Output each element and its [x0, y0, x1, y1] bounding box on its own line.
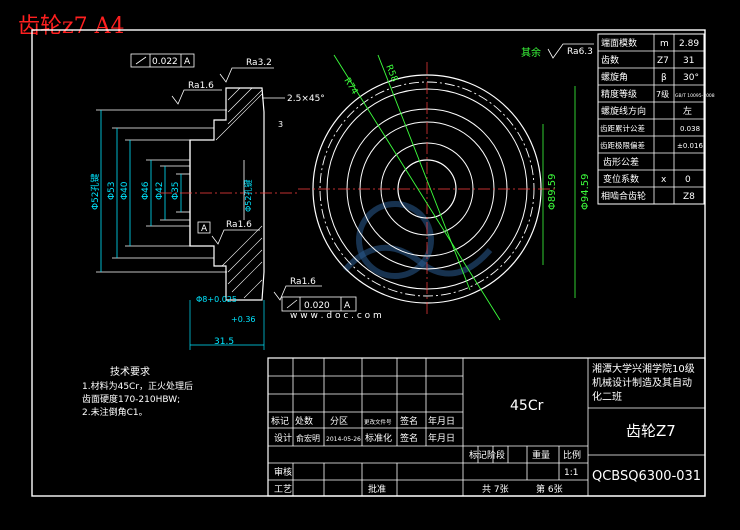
param-name-1: 齿数: [601, 54, 619, 66]
dim-v-4: Φ46: [141, 181, 151, 200]
tb-label-zone: 分区: [330, 416, 348, 427]
param-name-8: 变位系数: [603, 173, 639, 185]
rest-label: 其余: [521, 46, 541, 59]
param-name-0: 端面模数: [601, 37, 637, 49]
tb-design-date: 2014-05-26: [326, 436, 361, 443]
front-dia-large: Φ94.59: [580, 174, 591, 211]
tb-label-date: 年月日: [428, 415, 455, 427]
param-val-2: 30°: [683, 73, 699, 83]
tolerance-frame-bottom: 0.020 A: [281, 296, 357, 312]
tb-drawing-no: QCBSQ6300-031: [592, 469, 701, 484]
dim-v-3: Φ40: [120, 181, 130, 200]
svg-text:0.022: 0.022: [152, 57, 178, 67]
param-name-2: 螺旋角: [601, 71, 628, 83]
sheet-title: 齿轮z7 A4: [18, 14, 124, 39]
tb-school-3: 化二班: [592, 390, 622, 403]
param-val-1: 31: [683, 56, 694, 66]
keyway-label: Φ52孔键: [243, 180, 253, 212]
svg-text:A: A: [344, 301, 351, 311]
tech-req-title: 技术要求: [110, 365, 150, 378]
svg-text:w w w . d o c . c o m: w w w . d o c . c o m: [290, 311, 382, 321]
tb-review-label: 审核: [274, 466, 292, 478]
dim-v-5: Φ42: [155, 181, 165, 200]
param-name-7: 齿形公差: [603, 156, 639, 168]
svg-text:0.020: 0.020: [304, 301, 330, 311]
param-val-8: 0: [685, 175, 691, 185]
roughness-bottom: Ra1.6: [290, 277, 316, 287]
tb-label-mark: 标记: [271, 415, 289, 427]
roughness-left: Ra1.6: [188, 81, 214, 91]
tb-label-sign: 签名: [400, 415, 418, 427]
front-label-r1: R74: [341, 76, 359, 97]
technical-requirements: 技术要求 1.材料为45Cr，正火处理后 齿面硬度170-210HBW; 2.未…: [82, 365, 193, 418]
tb-scale: 1:1: [564, 468, 578, 478]
tb-sign-label: 签名: [400, 432, 418, 444]
tolerance-frame-top: 0.022 A: [130, 53, 195, 68]
title-block: 标记 处数 分区 更改文件号 签名 年月日 设计 俞宏明 2014-05-26 …: [267, 357, 706, 497]
front-dia-mid: Φ89.59: [547, 174, 558, 211]
tb-approve-label: 批准: [368, 483, 386, 495]
param-val-9: Z8: [683, 192, 695, 202]
front-leader-2: [377, 54, 471, 291]
tb-label-count: 处数: [295, 415, 313, 427]
datum-label: A: [201, 224, 208, 234]
param-name-6: 齿距极限偏差: [600, 140, 645, 150]
svg-text:A: A: [184, 57, 191, 67]
tb-school-1: 湘潭大学兴湘学院10级: [592, 362, 695, 375]
parameter-table: 端面模数 m 2.89 齿数 Z7 31 螺旋角 β 30° 精度等级 7级 G…: [597, 33, 715, 205]
dim-bottom-2: +0.36: [231, 315, 256, 324]
param-sym-0: m: [660, 39, 669, 49]
param-val-3: GB/T 10095-2008: [675, 93, 715, 99]
tb-designer-name: 俞宏明: [296, 433, 320, 443]
param-val-5: 0.038: [680, 125, 700, 133]
tech-req-line-3: 2.未注倒角C1。: [82, 406, 148, 418]
tb-sheets: 共 7张: [482, 484, 509, 495]
param-name-9: 相啮合齿轮: [601, 190, 646, 202]
tb-stage-label: 标记阶段: [469, 449, 505, 461]
watermark: w w w . d o c . c o m: [290, 201, 493, 321]
front-view: R74 R58 Φ89.59 Φ94.59 其余 Ra6.3: [298, 43, 594, 321]
section-view: Φ52孔键 Φ53 Φ40 Φ46 Φ42 Φ35 Φ52孔键: [89, 53, 357, 350]
tb-material: 45Cr: [510, 398, 544, 414]
param-val-0: 2.89: [679, 39, 699, 49]
param-name-4: 螺旋线方向: [601, 105, 646, 117]
rest-roughness: Ra6.3: [567, 47, 593, 57]
dim-bottom-1: Φ8+0.025: [196, 295, 237, 304]
gear-section-outline: [189, 87, 265, 301]
roughness-bore: Ra1.6: [226, 220, 252, 230]
tb-std-label: 标准化: [365, 432, 392, 444]
param-sym-2: β: [661, 73, 667, 83]
roughness-top: Ra3.2: [246, 58, 272, 68]
tb-part-name: 齿轮Z7: [626, 422, 676, 440]
tb-designer-label: 设计: [274, 432, 292, 444]
param-name-5: 齿距累计公差: [600, 123, 645, 133]
param-name-3: 精度等级: [601, 88, 637, 100]
tb-school-2: 机械设计制造及其自动: [592, 376, 692, 389]
param-sym-3: 7级: [656, 89, 669, 99]
dim-3-label: 3: [278, 120, 283, 129]
dim-v-6: Φ35: [171, 181, 181, 200]
param-val-4: 左: [683, 105, 692, 117]
tb-scale-label: 比例: [563, 449, 581, 461]
tb-process-label: 工艺: [274, 484, 292, 495]
tech-req-line-2: 齿面硬度170-210HBW;: [82, 393, 180, 405]
chamfer-label: 2.5×45°: [287, 94, 325, 104]
tech-req-line-1: 1.材料为45Cr，正火处理后: [82, 380, 193, 392]
dim-v-1: Φ52孔键: [89, 173, 101, 210]
tb-sheet-no: 第 6张: [536, 483, 563, 495]
dim-width: 31.5: [214, 337, 234, 347]
front-leader-1: [333, 54, 501, 321]
tb-label-change: 更改文件号: [364, 418, 392, 426]
param-val-6: ±0.016: [677, 142, 703, 150]
param-sym-8: x: [661, 175, 667, 185]
tb-weight-label: 重量: [532, 449, 550, 461]
tb-date-label: 年月日: [428, 432, 455, 444]
dim-v-2: Φ53: [107, 181, 117, 200]
param-sym-1: Z7: [657, 56, 669, 66]
